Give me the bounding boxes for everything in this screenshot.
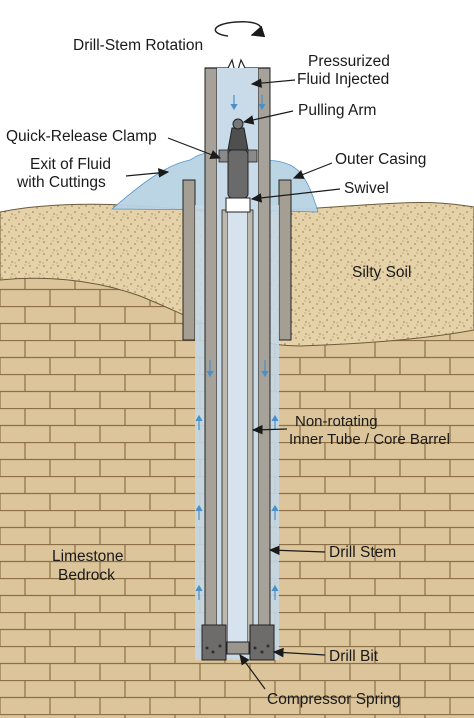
- label-pulling-arm: Pulling Arm: [298, 102, 376, 119]
- label-compressor-spring: Compressor Spring: [267, 691, 401, 708]
- label-silty-soil: Silty Soil: [352, 264, 411, 281]
- label-pressurized-fluid-line2: Fluid Injected: [297, 71, 389, 88]
- inner-tube-left: [221, 209, 229, 646]
- outer-casing-left: [182, 179, 196, 341]
- label-exit-fluid-line2: with Cuttings: [16, 174, 106, 191]
- label-drill-bit: Drill Bit: [329, 648, 379, 665]
- rotation-arrow-icon: [214, 21, 266, 38]
- quick-release-clamp-right: [247, 149, 258, 163]
- swivel-base: [225, 197, 251, 213]
- drill-stem-right-wall: [257, 67, 271, 659]
- compressor-spring: [226, 641, 250, 655]
- label-quick-release-clamp: Quick-Release Clamp: [6, 128, 157, 145]
- label-inner-tube-line1: Non-rotating: [295, 413, 378, 430]
- core-sample: [228, 212, 247, 642]
- pulling-arm-eye: [232, 118, 244, 130]
- label-exit-fluid-line1: Exit of Fluid: [30, 156, 111, 173]
- label-pressurized-fluid-line1: Pressurized: [308, 53, 390, 70]
- pulling-arm-head: [227, 127, 249, 151]
- label-drill-stem: Drill Stem: [329, 544, 396, 561]
- fluid-flow-arrows: [195, 95, 279, 600]
- label-limestone-line2: Bedrock: [58, 567, 115, 584]
- label-drill-stem-rotation: Drill-Stem Rotation: [73, 37, 203, 54]
- drill-bit-right: [249, 624, 275, 661]
- label-outer-casing: Outer Casing: [335, 151, 426, 168]
- swivel-body: [227, 149, 249, 199]
- leader-lines: [125, 78, 341, 690]
- label-inner-tube-line2: Inner Tube / Core Barrel: [289, 431, 450, 448]
- label-limestone-line1: Limestone: [52, 548, 124, 565]
- inner-tube-right: [246, 209, 254, 646]
- drill-bit-left: [201, 624, 227, 661]
- outer-casing-right: [278, 179, 292, 341]
- quick-release-clamp-left: [218, 149, 229, 163]
- drill-bit-cutters: [205, 644, 270, 654]
- label-swivel: Swivel: [344, 180, 389, 197]
